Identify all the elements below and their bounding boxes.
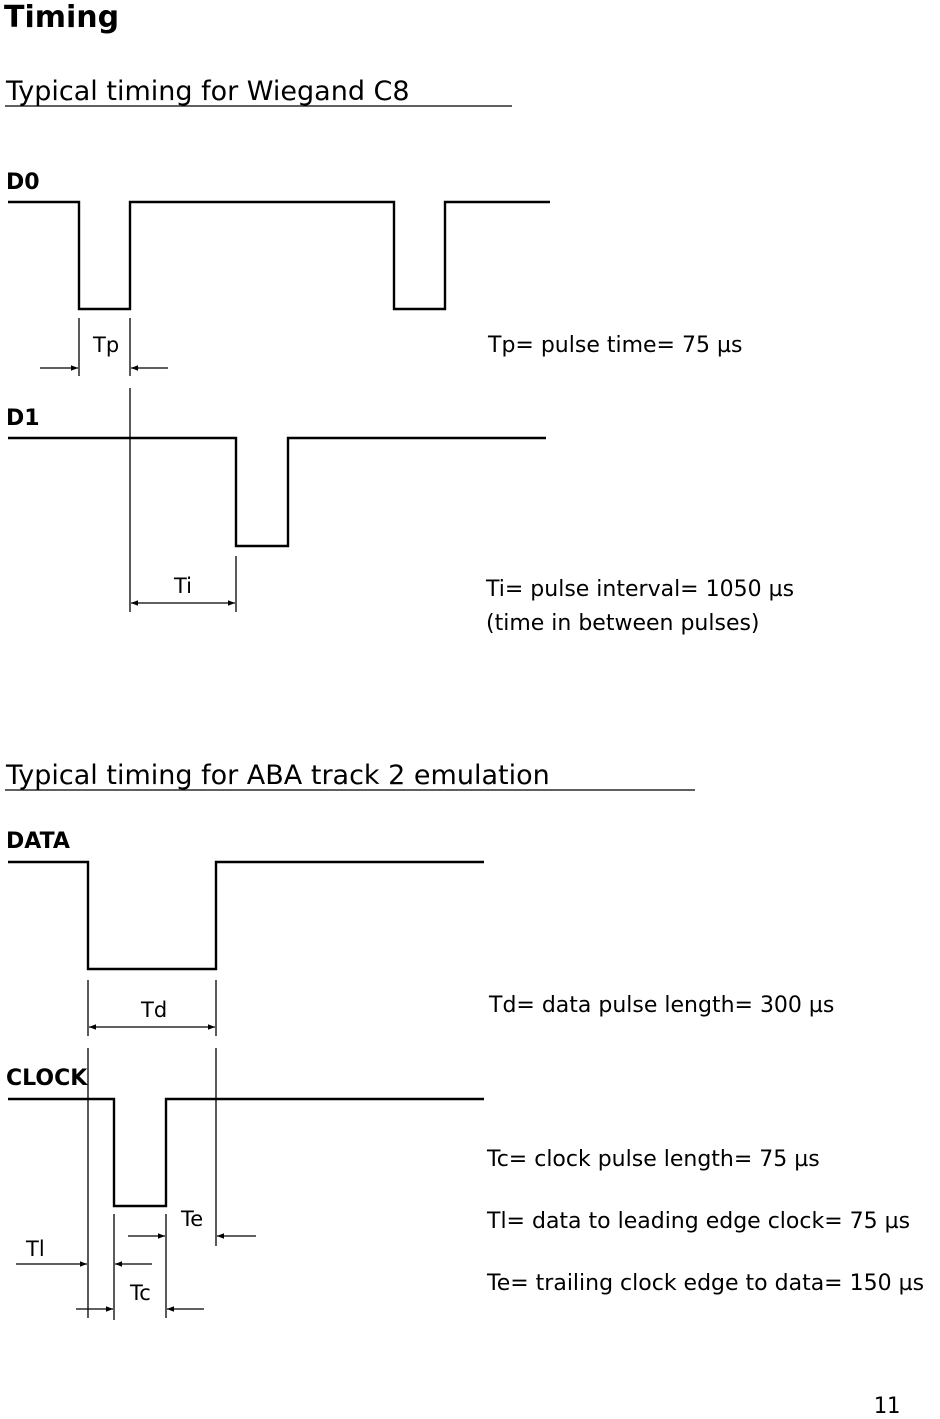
td-label: Td <box>140 998 167 1022</box>
waveform-d0 <box>8 200 550 311</box>
aba-section: Typical timing for ABA track 2 emulation… <box>5 760 924 1320</box>
tc-dimension: Tc <box>76 1261 204 1312</box>
tp-dimension: Tp <box>40 318 168 376</box>
tc-label: Tc <box>129 1281 151 1305</box>
ti-label: Ti <box>173 574 192 598</box>
waveform-clock <box>8 1097 484 1208</box>
tl-label: Tl <box>25 1237 45 1261</box>
tl-dimension: Tl <box>16 1237 87 1267</box>
te-label: Te <box>180 1207 203 1231</box>
tp-label: Tp <box>92 333 119 357</box>
signal-label-data: DATA <box>6 829 70 854</box>
wiegand-heading: Typical timing for Wiegand C8 <box>5 76 410 107</box>
ti-dimension: Ti <box>129 388 237 612</box>
note-td: Td= data pulse length= 300 µs <box>488 993 834 1018</box>
waveform-d1 <box>8 436 546 548</box>
signal-label-clock: CLOCK <box>6 1066 88 1091</box>
page-number: 11 <box>873 1394 901 1419</box>
note-tp: Tp= pulse time= 75 µs <box>487 333 742 358</box>
wiegand-section: Typical timing for Wiegand C8 D0 Tp Tp= … <box>5 76 794 636</box>
waveform-data <box>8 860 484 971</box>
aba-heading: Typical timing for ABA track 2 emulation <box>5 760 550 791</box>
note-te: Te= trailing clock edge to data= 150 µs <box>486 1271 924 1296</box>
signal-label-d1: D1 <box>6 406 40 431</box>
note-tl: Tl= data to leading edge clock= 75 µs <box>486 1209 910 1234</box>
td-dimension: Td <box>87 980 217 1036</box>
te-dimension: Te <box>128 1207 256 1239</box>
note-ti: Ti= pulse interval= 1050 µs <box>485 577 794 602</box>
note-tc: Tc= clock pulse length= 75 µs <box>486 1147 820 1172</box>
note-ti-detail: (time in between pulses) <box>486 611 760 636</box>
page-title: Timing <box>4 0 120 35</box>
signal-label-d0: D0 <box>6 170 40 195</box>
